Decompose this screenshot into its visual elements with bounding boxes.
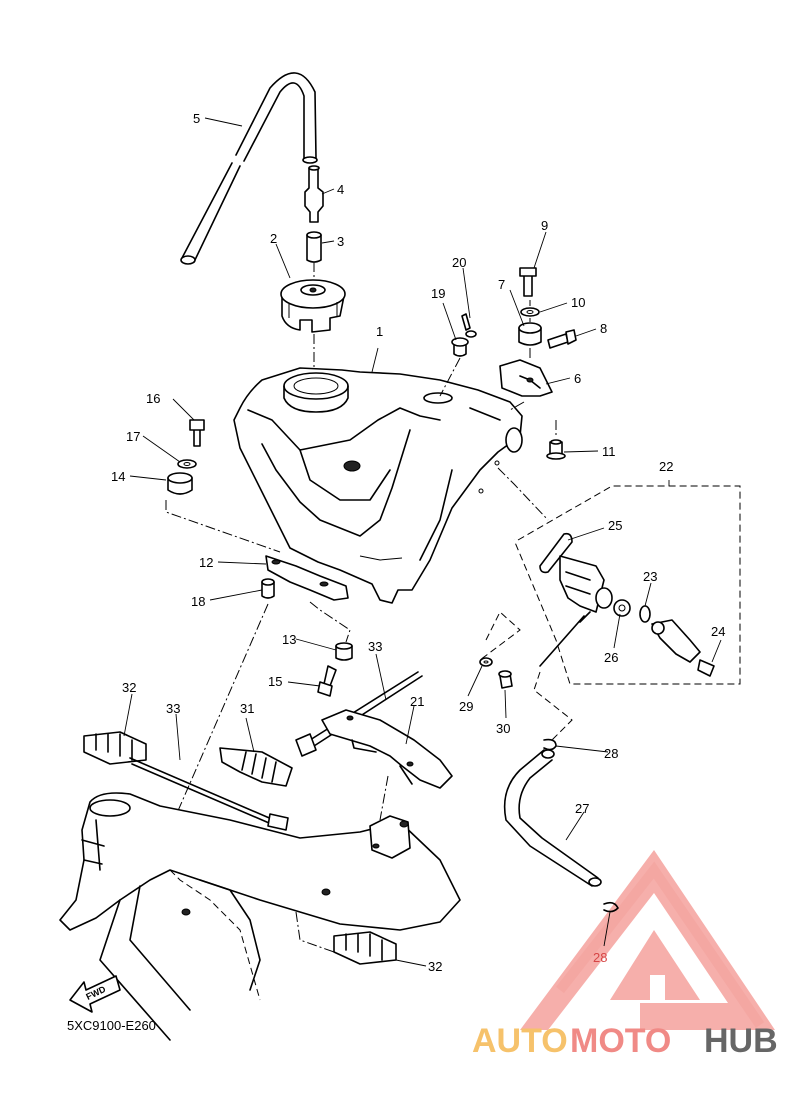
watermark-logo — [520, 850, 775, 1030]
gasket-26 — [613, 599, 631, 617]
callout-12: 12 — [199, 555, 213, 570]
clip-32-left — [83, 731, 147, 765]
screw-30 — [498, 670, 513, 689]
o-ring-23 — [639, 605, 651, 623]
callout-19: 19 — [431, 286, 445, 301]
fuel-tank-cap — [280, 279, 346, 333]
callout-11: 11 — [602, 444, 616, 459]
callout-5: 5 — [193, 111, 200, 126]
callout-28-lower: 28 — [593, 950, 607, 965]
callout-6: 6 — [574, 371, 581, 386]
leader-lines — [123, 117, 722, 967]
damper-7 — [518, 322, 542, 346]
callout-4: 4 — [337, 182, 344, 197]
fuel-hose-27 — [503, 749, 602, 887]
callout-7: 7 — [498, 277, 505, 292]
collar-18 — [261, 578, 275, 599]
callout-31: 31 — [240, 701, 254, 716]
callout-27: 27 — [575, 801, 589, 816]
callout-17: 17 — [126, 429, 140, 444]
callout-18: 18 — [191, 594, 205, 609]
bolt-15 — [317, 665, 337, 697]
watermark-auto: AUTO — [472, 1022, 568, 1060]
clip-31 — [219, 747, 293, 787]
callout-23: 23 — [643, 569, 657, 584]
callout-29: 29 — [459, 699, 473, 714]
lever-24 — [651, 619, 701, 663]
damper-14 — [167, 472, 193, 495]
watermark-text: AUTO MOTO HUB — [472, 1022, 778, 1060]
callout-9: 9 — [541, 218, 548, 233]
screw-24 — [697, 659, 715, 677]
callout-30: 30 — [496, 721, 510, 736]
callout-32-right: 32 — [428, 959, 442, 974]
clip-32-right — [333, 931, 397, 965]
bracket-6 — [499, 359, 553, 397]
cable-band-33-lower — [129, 757, 289, 831]
watermark-moto: MOTO — [570, 1022, 671, 1060]
washer-29 — [479, 657, 493, 667]
callout-26: 26 — [604, 650, 618, 665]
hose-clip-28-upper — [543, 738, 557, 751]
callout-1: 1 — [376, 324, 383, 339]
callout-14: 14 — [111, 469, 125, 484]
collar-13 — [335, 642, 353, 661]
callout-8: 8 — [600, 321, 607, 336]
hose-clip-28-lower — [603, 901, 619, 913]
washer-10 — [520, 307, 540, 317]
bolt-16 — [189, 419, 205, 447]
fuel-cock-body — [559, 555, 613, 613]
callout-33-lower: 33 — [166, 701, 180, 716]
callout-32-left: 32 — [122, 680, 136, 695]
callout-20: 20 — [452, 255, 466, 270]
collar-11 — [546, 439, 566, 460]
breather-pipe — [306, 231, 322, 263]
bracket-21 — [321, 709, 453, 789]
o-ring-25 — [539, 532, 573, 574]
callout-25: 25 — [608, 518, 622, 533]
callout-3: 3 — [337, 234, 344, 249]
hose-joint — [304, 165, 324, 223]
callout-13: 13 — [282, 632, 296, 647]
callout-16: 16 — [146, 391, 160, 406]
washer-17 — [177, 459, 197, 469]
bolt-8 — [547, 329, 577, 349]
fuel-cock-assembly — [513, 485, 741, 685]
breather-hose — [180, 72, 318, 265]
callout-2: 2 — [270, 231, 277, 246]
collar-19 — [451, 337, 469, 357]
callout-33-upper: 33 — [368, 639, 382, 654]
watermark-hub: HUB — [704, 1022, 778, 1060]
diagram-code: 5XC9100-E260 — [67, 1018, 156, 1033]
callout-15: 15 — [268, 674, 282, 689]
fuel-tank — [233, 367, 523, 604]
frame — [59, 792, 461, 1041]
callout-28-upper: 28 — [604, 746, 618, 761]
callout-22: 22 — [659, 459, 673, 474]
callout-labels: 5 4 3 2 1 16 17 14 12 18 13 15 33 21 31 … — [111, 111, 725, 974]
callout-10: 10 — [571, 295, 585, 310]
bolt-9 — [519, 267, 537, 297]
callout-24: 24 — [711, 624, 725, 639]
bracket-12 — [265, 555, 349, 601]
fwd-arrow-icon: FWD — [69, 975, 121, 1013]
bolt-20 — [461, 313, 477, 338]
callout-21: 21 — [410, 694, 424, 709]
